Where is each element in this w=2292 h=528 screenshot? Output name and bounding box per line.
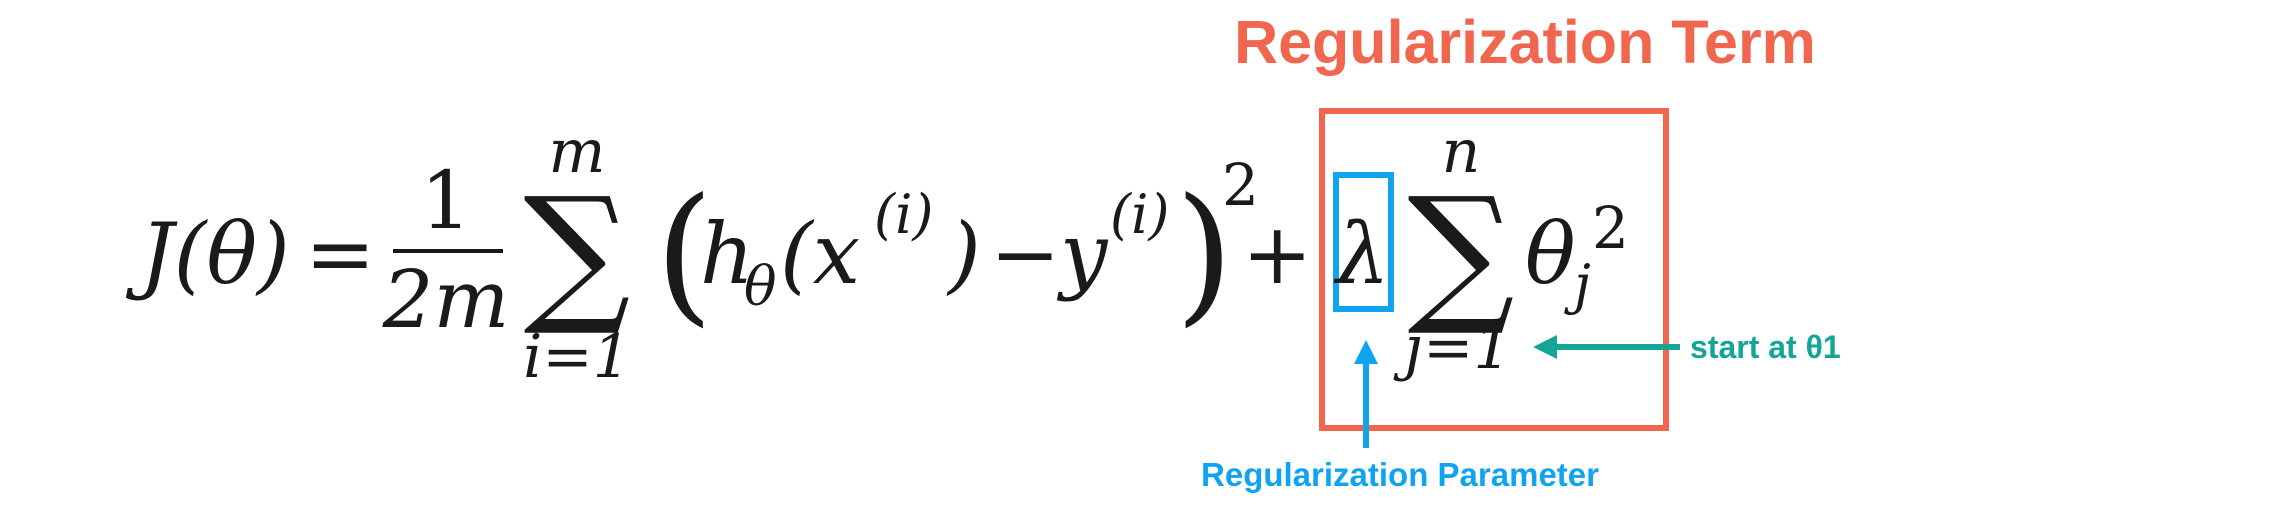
start-index-label: start at θ1 (1690, 329, 1841, 365)
summation-symbol: ∑ (523, 166, 630, 340)
hypothesis-subscript-theta: θ (744, 255, 777, 318)
x-superscript-i: (i) (874, 183, 933, 246)
sum-upper-limit-n: n (1442, 117, 1481, 187)
fraction-numerator: 1 (421, 154, 472, 247)
summation-symbol-j: ∑ (1407, 166, 1514, 340)
hypothesis-arg-x: (x (780, 205, 860, 303)
hypothesis-arg-close: ) (946, 205, 981, 303)
minus-sign: − (990, 205, 1060, 303)
theta-j: θ (1525, 205, 1576, 303)
sum-upper-limit-m: m (549, 117, 606, 187)
hypothesis-h: h (700, 205, 754, 303)
big-open-paren: ( (655, 167, 714, 341)
cost-function-lhs: J(θ) (125, 205, 290, 303)
equals-sign: = (305, 205, 375, 303)
sum-lower-limit-j: j=1 (1393, 313, 1511, 383)
regularization-term-title: Regularization Term (1234, 8, 1816, 76)
y-superscript-i: (i) (1110, 183, 1169, 246)
plus-sign: + (1242, 205, 1312, 303)
square-exponent: 2 (1222, 151, 1259, 219)
sum-lower-limit-i: i=1 (523, 322, 631, 392)
fraction-denominator: 2m (382, 253, 510, 346)
theta-exponent-2: 2 (1592, 194, 1629, 262)
regularization-term-box (1319, 108, 1669, 431)
regularization-parameter-label: Regularization Parameter (1201, 456, 1599, 493)
lambda-highlight-box (1333, 172, 1394, 312)
big-close-paren: ) (1175, 167, 1234, 341)
label-y: y (1056, 205, 1109, 303)
lambda-symbol: λ (1333, 205, 1389, 303)
